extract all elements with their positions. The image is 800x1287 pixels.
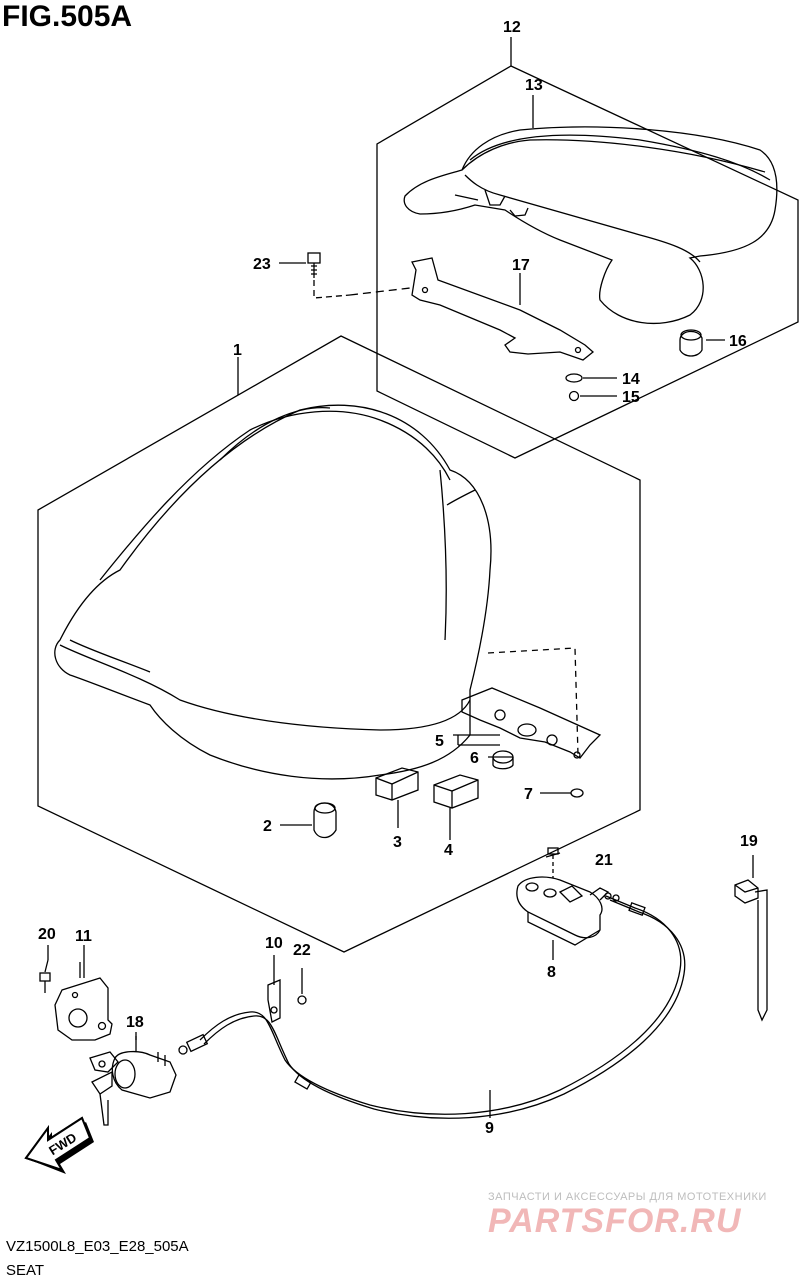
callout-10: 10 (265, 935, 283, 952)
callout-23: 23 (253, 256, 271, 273)
bracket-17-drawing (411, 257, 595, 361)
bolt-23-drawing (307, 252, 411, 299)
cable-9-drawing (178, 894, 686, 1119)
callout-5: 5 (435, 733, 444, 750)
callout-19: 19 (740, 833, 758, 850)
passenger-seat-drawing (403, 126, 778, 325)
bolt-20-drawing (39, 959, 51, 993)
figure-title: FIG.505A (2, 0, 133, 33)
callout-8: 8 (547, 964, 556, 981)
clip-10-drawing (267, 979, 281, 1023)
fwd-arrow-icon: FWD (24, 1116, 94, 1174)
callout-2: 2 (263, 818, 272, 835)
callout-4: 4 (444, 842, 453, 859)
cushion-2-drawing (280, 802, 337, 839)
pad-3-drawing (375, 767, 419, 801)
callout-11: 11 (75, 928, 92, 945)
nut-15-drawing (568, 390, 580, 402)
callout-20: 20 (38, 926, 56, 943)
callout-7: 7 (524, 786, 533, 803)
watermark-subtitle: ЗАПЧАСТИ И АКСЕССУАРЫ ДЛЯ МОТОТЕХНИКИ (488, 1191, 767, 1203)
callout-18: 18 (126, 1014, 144, 1031)
watermark-logo: PARTSFOR.RU (488, 1202, 742, 1240)
strap-19-drawing (734, 855, 768, 1022)
callout-15: 15 (622, 389, 640, 406)
callout-22: 22 (293, 942, 311, 959)
callout-6: 6 (470, 750, 479, 767)
screw-21-drawing (545, 847, 561, 878)
callout-21: 21 (595, 852, 613, 869)
washer-14-drawing (565, 373, 583, 383)
group-outline-passenger-seat (376, 65, 799, 459)
leader-lines (47, 37, 725, 1118)
cushion-16-drawing (679, 329, 703, 357)
callout-3: 3 (393, 834, 402, 851)
bracket-11-drawing (54, 962, 113, 1041)
group-outline-main-seat (37, 335, 641, 953)
callout-17: 17 (512, 257, 530, 274)
callout-9: 9 (485, 1120, 494, 1137)
diagram-code: VZ1500L8_E03_E28_505A (6, 1238, 189, 1255)
pad-4-drawing (433, 774, 479, 809)
callout-13: 13 (525, 77, 543, 94)
screw-7-drawing (540, 788, 584, 798)
bolt-22-drawing (297, 968, 307, 1005)
callout-12: 12 (503, 19, 521, 36)
callout-1: 1 (233, 342, 242, 359)
callout-16: 16 (729, 333, 747, 350)
key-18-drawing (89, 1051, 119, 1126)
lock-mechanism-8-drawing (516, 876, 612, 946)
seat-bracket-5-drawing (461, 687, 602, 759)
main-seat-drawing (54, 404, 492, 780)
lock-cylinder-18-drawing (111, 1036, 177, 1099)
diagram-caption: SEAT (6, 1262, 45, 1279)
callout-14: 14 (622, 371, 640, 388)
